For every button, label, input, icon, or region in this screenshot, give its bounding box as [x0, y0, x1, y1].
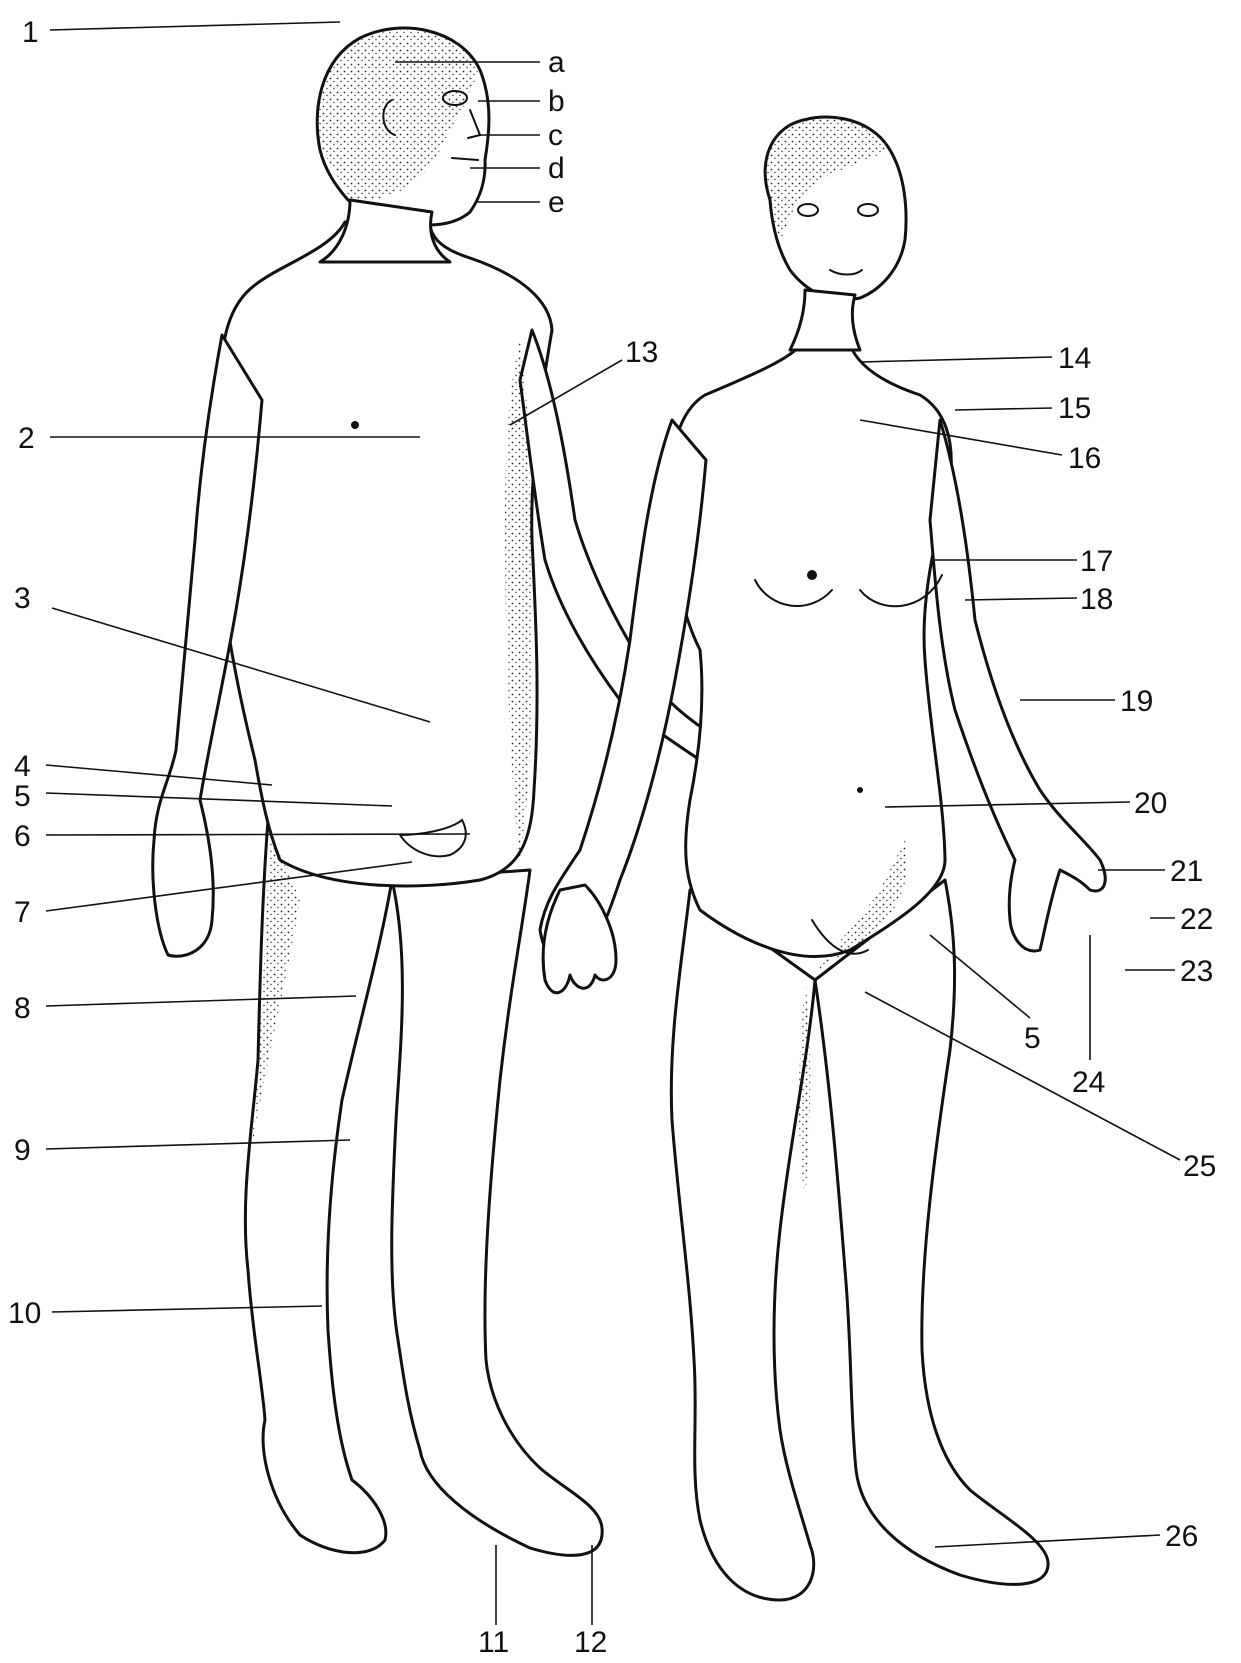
label-c: c — [548, 119, 563, 152]
label-21: 21 — [1170, 855, 1203, 888]
label-20: 20 — [1134, 787, 1167, 820]
label-25: 25 — [1183, 1150, 1216, 1183]
female-torso — [670, 345, 951, 956]
label-11: 11 — [478, 1626, 509, 1659]
label-24: 24 — [1072, 1066, 1105, 1099]
leader-6 — [46, 834, 470, 835]
leader-4 — [46, 765, 272, 785]
label-4: 4 — [14, 750, 31, 783]
female-left-leg — [671, 890, 815, 1600]
label-5: 5 — [14, 780, 31, 813]
label-5b: 5 — [1024, 1022, 1041, 1055]
label-17: 17 — [1080, 545, 1113, 578]
label-a: a — [548, 46, 565, 79]
label-7: 7 — [14, 896, 31, 929]
female-right-arm — [930, 420, 1105, 951]
label-22: 22 — [1180, 903, 1213, 936]
label-18: 18 — [1080, 583, 1113, 616]
leader-18 — [965, 598, 1077, 600]
leader-15 — [955, 408, 1052, 410]
label-16: 16 — [1068, 442, 1101, 475]
label-2: 2 — [18, 422, 35, 455]
label-19: 19 — [1120, 685, 1153, 718]
female-navel — [857, 787, 863, 793]
male-nipple — [351, 421, 359, 429]
label-b: b — [548, 85, 565, 118]
label-14: 14 — [1058, 342, 1091, 375]
label-e: e — [548, 186, 565, 219]
female-neck — [790, 290, 860, 350]
label-15: 15 — [1058, 392, 1091, 425]
label-9: 9 — [14, 1134, 31, 1167]
label-26: 26 — [1165, 1520, 1198, 1553]
female-nipple — [807, 570, 817, 580]
label-10: 10 — [8, 1297, 41, 1330]
label-8: 8 — [14, 992, 31, 1025]
label-6: 6 — [14, 820, 31, 853]
label-23: 23 — [1180, 955, 1213, 988]
label-3: 3 — [14, 582, 31, 615]
label-1: 1 — [22, 16, 39, 49]
leader-14 — [860, 357, 1052, 362]
female-right-leg — [815, 880, 1048, 1584]
label-d: d — [548, 152, 565, 185]
male-torso — [215, 222, 552, 886]
label-12: 12 — [574, 1626, 607, 1659]
leader-1 — [50, 22, 340, 30]
label-13: 13 — [625, 336, 658, 369]
